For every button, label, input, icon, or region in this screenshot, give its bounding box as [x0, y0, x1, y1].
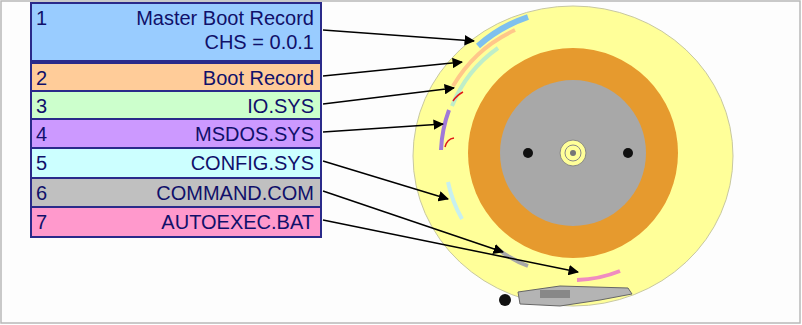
arm [518, 286, 632, 306]
mbr-track [478, 17, 528, 46]
head-arm [499, 286, 632, 306]
pivot [499, 294, 511, 306]
leader-arrow [323, 124, 443, 132]
leader-arrow [323, 191, 503, 252]
screw [523, 148, 533, 158]
box-body: AUTOEXEC.BAT [32, 208, 320, 236]
orange-ring [468, 48, 678, 258]
msdos-track [441, 110, 449, 150]
legend-box: 6 COMMAND.COM [30, 177, 322, 209]
platter [413, 6, 733, 306]
file-label: MSDOS.SYS [54, 122, 314, 146]
box-body: IO.SYS [32, 92, 320, 120]
file-label: CONFIG.SYS [54, 151, 314, 175]
legend-box: 7 AUTOEXEC.BAT [30, 206, 322, 238]
box-body: Boot Record [32, 64, 320, 92]
callout-number: 6 [36, 181, 47, 205]
legend-box: 4 MSDOS.SYS [30, 118, 322, 150]
hub-center [570, 150, 576, 156]
leader-arrow [323, 30, 474, 41]
callout-number: 2 [36, 66, 47, 90]
leader-arrow [323, 161, 448, 199]
box-body: COMMAND.COM [32, 179, 320, 207]
hub [560, 140, 586, 166]
hub-ring [565, 145, 581, 161]
leader-arrow [323, 220, 578, 272]
file-label: CHS = 0.0.1 [54, 30, 314, 54]
file-label: Boot Record [54, 66, 314, 90]
file-label: IO.SYS [54, 94, 314, 118]
red-mark [453, 92, 463, 101]
box-body: MSDOS.SYS [32, 120, 320, 148]
screw [623, 148, 633, 158]
file-label: AUTOEXEC.BAT [54, 210, 314, 234]
callout-number: 3 [36, 94, 47, 118]
leader-arrow [323, 88, 454, 104]
callout-number: 5 [36, 151, 47, 175]
callout-number: 1 [36, 6, 47, 30]
command-track [499, 250, 528, 266]
arm-detail [540, 290, 570, 298]
io-track [452, 48, 498, 106]
legend-box: 5 CONFIG.SYS [30, 147, 322, 179]
box-body: CONFIG.SYS [32, 149, 320, 177]
file-label: COMMAND.COM [54, 181, 314, 205]
callout-number: 4 [36, 122, 47, 146]
red-mark [445, 138, 454, 147]
leader-arrow [323, 62, 462, 76]
file-label: Master Boot Record [54, 6, 314, 30]
autoexec-track [577, 271, 620, 280]
callout-number: 7 [36, 210, 47, 234]
box-body: Master Boot RecordCHS = 0.0.1 [32, 4, 320, 56]
spindle-area [500, 80, 646, 226]
legend-box: 1Master Boot RecordCHS = 0.0.1 [30, 2, 322, 62]
config-track [448, 182, 462, 219]
